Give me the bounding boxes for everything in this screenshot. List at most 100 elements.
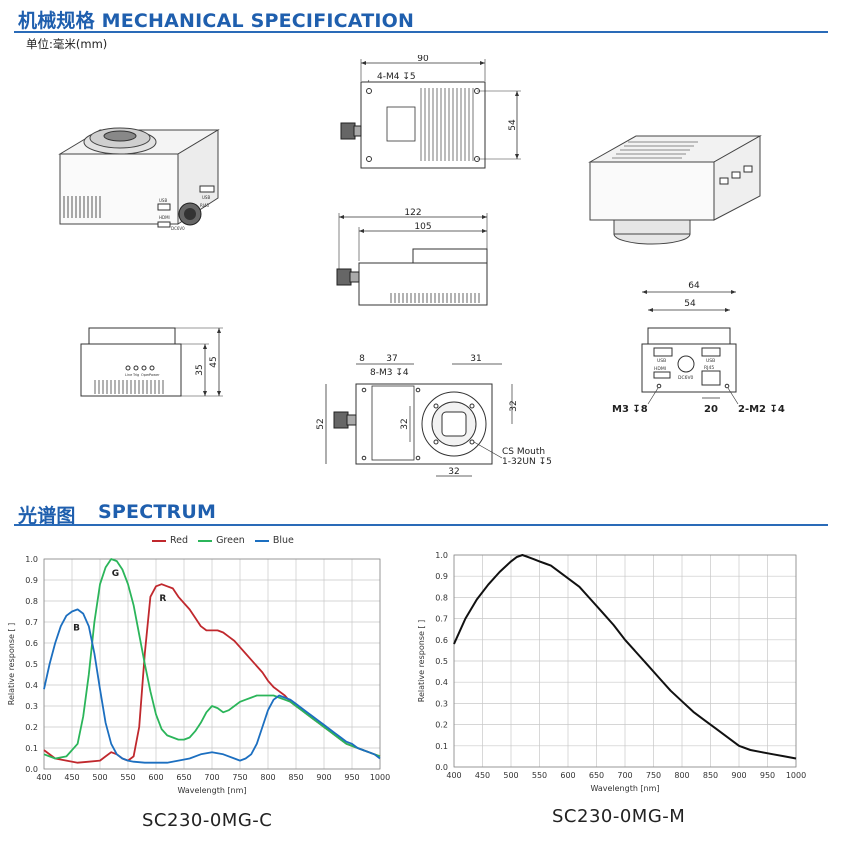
x-tick-label: 750 — [232, 773, 247, 782]
x-tick-label: 800 — [260, 773, 275, 782]
x-tick-label: 650 — [176, 773, 191, 782]
front-dim-31: 31 — [470, 354, 481, 364]
response-series-line — [453, 554, 797, 760]
y-tick-label: 0.1 — [25, 744, 38, 753]
x-tick-label: 600 — [148, 773, 163, 782]
y-tick-label: 0.5 — [435, 657, 448, 666]
y-tick-label: 0.7 — [25, 618, 38, 627]
y-axis-label: Relative response [ ] — [417, 620, 426, 702]
legend-green-swatch — [198, 539, 213, 542]
rear-dim-64: 64 — [688, 281, 700, 291]
color-chart-caption: SC230-0MG-C — [142, 810, 273, 831]
end-port-power: Power — [149, 373, 160, 377]
end-port-trig: Trig — [132, 373, 139, 377]
end-view-drawing: Line Trig Oper Power 45 35 — [80, 327, 223, 397]
top-height-dim: 54 — [508, 119, 518, 131]
front-view-drawing: 8 37 31 8-M3 ↧4 52 32 32 32 CS Mouth 1-3… — [316, 354, 552, 477]
x-tick-label: 900 — [731, 771, 746, 780]
iso-usb-label: USB — [159, 198, 167, 203]
y-tick-label: 0.6 — [25, 639, 38, 648]
y-tick-label: 0.8 — [25, 597, 38, 606]
front-mount-note-1: CS Mouth — [502, 447, 545, 457]
plot-frame — [453, 554, 797, 768]
side-body-dim: 105 — [414, 222, 431, 232]
x-tick-label: 400 — [36, 773, 51, 782]
blue-series-line — [43, 608, 381, 764]
y-tick-label: 0.5 — [25, 660, 38, 669]
x-tick-label: 950 — [760, 771, 775, 780]
y-tick-label: 0.2 — [25, 723, 38, 732]
legend-blue: Blue — [254, 535, 294, 546]
y-tick-label: 0.9 — [25, 576, 38, 585]
series-mark-label: G — [112, 569, 119, 579]
x-axis-label: Wavelength [nm] — [177, 786, 246, 795]
front-dim-52: 52 — [316, 418, 326, 429]
rear-dim-54: 54 — [684, 299, 696, 309]
iso-usb2-label: USB — [202, 195, 210, 200]
x-tick-label: 500 — [503, 771, 518, 780]
series-mark-label: B — [73, 623, 80, 633]
spectrum-section-title-cn: 光谱图 — [18, 505, 76, 527]
legend-red-label: Red — [170, 535, 189, 546]
x-tick-label: 1000 — [370, 773, 390, 782]
x-tick-label: 700 — [617, 771, 632, 780]
end-body-height-dim: 35 — [195, 364, 205, 375]
legend-blue-label: Blue — [272, 535, 294, 546]
x-tick-label: 850 — [288, 773, 303, 782]
y-tick-label: 0.7 — [435, 615, 448, 624]
plot-frame — [43, 558, 381, 770]
mechanical-section-rule — [14, 31, 828, 33]
x-tick-label: 650 — [589, 771, 604, 780]
rear-note-right: 2-M2 ↧4 — [738, 404, 785, 415]
legend-red: Red — [152, 535, 188, 546]
y-tick-label: 0.9 — [435, 572, 448, 581]
front-dim-37: 37 — [386, 354, 397, 364]
x-tick-label: 1000 — [786, 771, 806, 780]
top-hole-note: 4-M4 ↧5 — [377, 72, 416, 82]
x-tick-label: 500 — [92, 773, 107, 782]
mechanical-section-title: 机械规格 MECHANICAL SPECIFICATION — [18, 10, 415, 32]
front-dim-32-right: 32 — [509, 400, 519, 411]
iso-front-drawing: USB HDMI USB DC6V0 RJ45 — [58, 127, 220, 231]
y-tick-label: 1.0 — [435, 551, 448, 560]
spectrum-section-rule — [14, 524, 828, 526]
spectrum-section-title-en: SPECTRUM — [98, 501, 217, 523]
y-tick-label: 0.3 — [25, 702, 38, 711]
legend-green-label: Green — [216, 535, 245, 546]
y-tick-label: 0.2 — [435, 721, 448, 730]
rear-dc-label: DC6V0 — [678, 375, 694, 381]
iso-dc-label: DC6V0 — [171, 226, 185, 231]
y-tick-label: 1.0 — [25, 555, 38, 564]
y-tick-label: 0.1 — [435, 742, 448, 751]
y-tick-label: 0.6 — [435, 636, 448, 645]
iso-rear-drawing — [588, 135, 762, 245]
front-hole-note: 8-M3 ↧4 — [370, 368, 409, 378]
rear-usb2-label: USB — [706, 358, 715, 364]
unit-label: 单位:毫米(mm) — [26, 37, 108, 51]
front-mount-note-2: 1-32UN ↧5 — [502, 457, 552, 467]
rear-usb1-label: USB — [657, 358, 666, 364]
x-tick-label: 750 — [646, 771, 661, 780]
y-tick-label: 0.0 — [25, 765, 38, 774]
y-tick-label: 0.0 — [435, 763, 448, 772]
iso-rj45-label: RJ45 — [200, 203, 210, 208]
end-total-height-dim: 45 — [209, 356, 219, 367]
end-port-line: Line — [125, 373, 132, 377]
green-series-line — [43, 558, 381, 760]
x-tick-label: 550 — [532, 771, 547, 780]
x-tick-label: 900 — [316, 773, 331, 782]
x-tick-label: 700 — [204, 773, 219, 782]
mono-chart-caption: SC230-0MG-M — [552, 806, 686, 827]
end-port-oper: Oper — [141, 373, 150, 377]
x-tick-label: 850 — [703, 771, 718, 780]
front-dim-32-left: 32 — [400, 418, 410, 429]
side-view-drawing: 122 105 — [336, 208, 488, 306]
rear-dim-20: 20 — [704, 404, 718, 415]
color-chart-legend: Red Green Blue — [152, 535, 294, 546]
y-tick-label: 0.8 — [435, 593, 448, 602]
front-dim-8: 8 — [359, 354, 365, 364]
legend-blue-swatch — [254, 539, 269, 542]
y-axis-label: Relative response [ ] — [7, 623, 16, 705]
side-overall-dim: 122 — [404, 208, 421, 218]
